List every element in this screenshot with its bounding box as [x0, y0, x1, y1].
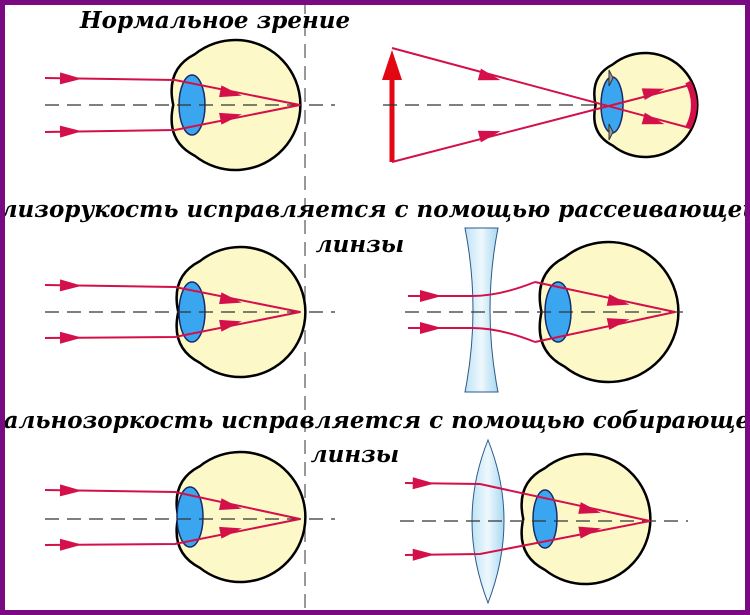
ray-arrow-icon	[606, 294, 630, 306]
eyeball	[593, 51, 699, 159]
ray-arrow-icon	[59, 125, 82, 138]
title-myopia: Близорукость исправляется с помощью расс…	[0, 196, 750, 223]
light-ray	[534, 281, 676, 313]
light-ray	[408, 281, 536, 297]
ray-arrow-icon	[477, 130, 501, 143]
iris-top	[608, 69, 614, 87]
ray-arrow-icon	[59, 72, 82, 85]
eye-lens	[532, 489, 558, 549]
light-ray	[408, 327, 536, 343]
ray-arrow-icon	[641, 112, 665, 125]
ray-arrow-icon	[477, 68, 501, 81]
eyeball	[170, 38, 302, 172]
light-ray	[44, 311, 301, 339]
iris-bottom	[608, 123, 614, 141]
ray-arrow-icon	[59, 484, 82, 497]
light-ray	[44, 489, 301, 520]
ray-arrow-icon	[412, 548, 435, 561]
object-arrow-head-icon	[382, 50, 402, 80]
light-ray	[44, 284, 301, 313]
eyeball	[520, 452, 652, 586]
ray-arrow-icon	[59, 279, 82, 292]
ray-arrow-icon	[219, 319, 242, 332]
ray-arrow-icon	[578, 502, 601, 514]
ray-arrow-icon	[59, 331, 82, 344]
ray-arrow-icon	[219, 526, 242, 539]
light-ray	[44, 77, 301, 106]
title-normal-vision: Нормальное зрение	[79, 7, 350, 34]
ray-arrow-icon	[219, 112, 242, 125]
ray-arrow-icon	[59, 538, 82, 551]
ray-arrow-icon	[420, 290, 442, 302]
eye-lens	[176, 486, 204, 548]
light-ray	[44, 104, 301, 133]
ray-arrow-icon	[578, 526, 602, 539]
ray-arrow-icon	[641, 88, 665, 101]
light-ray	[44, 518, 301, 546]
ray-arrow-icon	[219, 292, 242, 305]
ray-arrow-icon	[420, 322, 442, 334]
concave-lens	[464, 227, 499, 393]
ray-arrow-icon	[218, 498, 242, 511]
title-hyperopia-line2: линзы	[311, 441, 399, 468]
ray-arrow-icon	[219, 85, 242, 98]
light-ray	[534, 311, 676, 343]
light-ray	[391, 84, 691, 163]
title-hyperopia: Дальнозоркость исправляется с помощью со…	[0, 407, 750, 434]
light-ray	[391, 47, 691, 129]
title-myopia-line2: линзы	[316, 231, 404, 258]
ray-arrow-icon	[606, 318, 630, 330]
ray-arrow-icon	[412, 477, 435, 490]
